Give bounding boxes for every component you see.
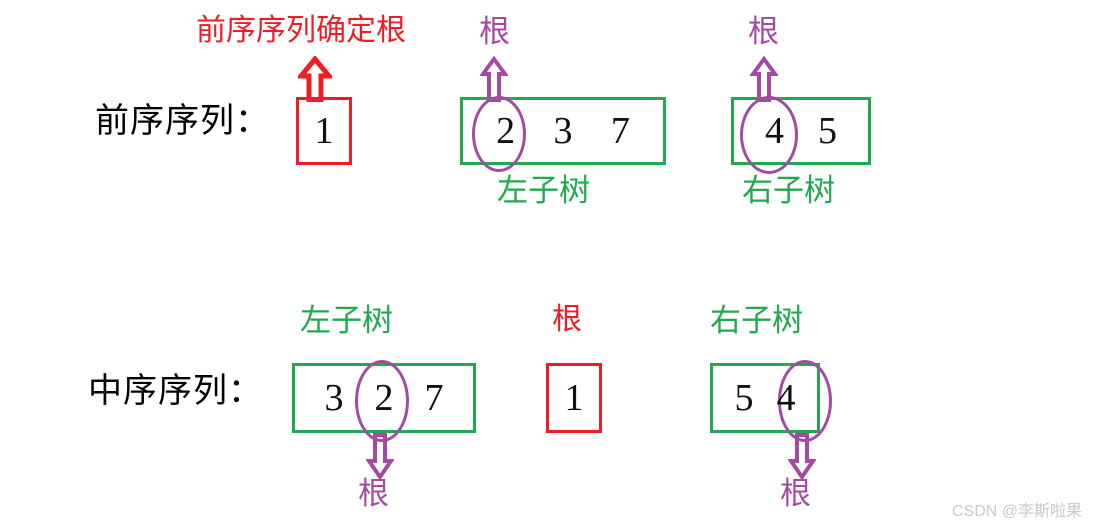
preorder-left-subtree-box: 2 3 7 [460,97,666,165]
cell-value: 1 [564,377,584,419]
cell-value: 2 [496,110,516,152]
watermark: CSDN @李斯啦果 [952,503,1083,520]
cell-value: 2 [374,377,394,419]
arrow-down-purple-inorder-right [787,432,817,485]
cell-value: 1 [314,110,334,152]
label-left-subtree-inorder: 左子树 [300,303,393,338]
cell-value: 4 [776,377,796,419]
arrow-down-purple-inorder-left [365,432,395,485]
inorder-sequence-label: 中序序列： [88,373,263,410]
label-left-subtree-preorder: 左子树 [497,173,590,208]
preorder-root-box: 1 [296,97,352,165]
annotation-root-preorder-left: 根 [479,14,510,49]
label-root-inorder: 根 [552,303,582,336]
inorder-right-subtree-box: 5 4 [710,363,820,433]
cell-value: 5 [818,110,837,152]
cell-value: 3 [324,377,344,419]
label-right-subtree-inorder: 右子树 [710,303,803,338]
label-right-subtree-preorder: 右子树 [742,173,835,208]
cell-value: 4 [765,110,784,152]
annotation-root-preorder-right: 根 [748,14,779,49]
inorder-root-box: 1 [546,363,602,433]
preorder-sequence-label: 前序序列： [95,103,270,140]
preorder-right-subtree-box: 4 5 [731,97,871,165]
arrow-up-purple-preorder-left [479,55,509,107]
cell-value: 7 [424,377,444,419]
arrow-up-purple-preorder-right [749,55,779,107]
cell-value: 7 [610,110,630,152]
inorder-left-subtree-box: 3 2 7 [292,363,476,433]
label-root-below-inorder-right: 根 [780,476,811,511]
arrow-up-red-to-root [295,55,335,107]
annotation-preorder-determines-root: 前序序列确定根 [196,14,406,47]
cell-value: 5 [734,377,754,419]
cell-value: 3 [553,110,573,152]
label-root-below-inorder-left: 根 [358,476,389,511]
